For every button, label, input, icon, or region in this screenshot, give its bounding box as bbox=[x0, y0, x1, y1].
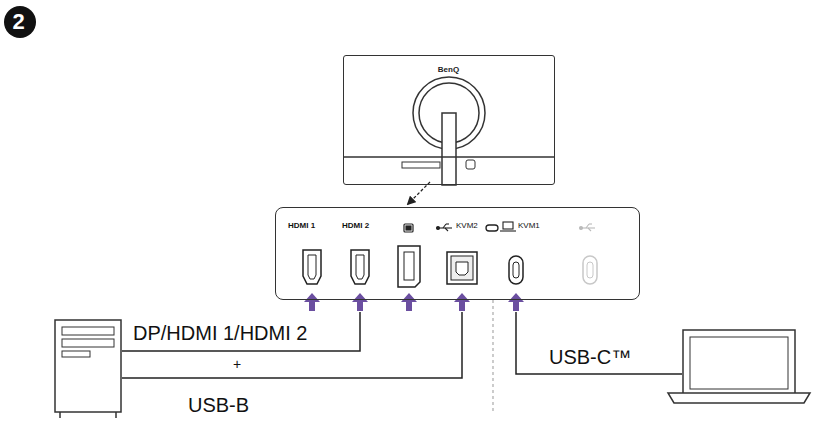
usb-c-port-grey bbox=[583, 256, 597, 284]
usb-c-port bbox=[509, 256, 523, 284]
pc-tower bbox=[115, 412, 117, 418]
port-label: HDMI 1 bbox=[288, 222, 315, 230]
usb-c-port bbox=[509, 256, 523, 284]
dp-port bbox=[398, 246, 420, 287]
cable bbox=[122, 312, 462, 378]
cable bbox=[516, 312, 682, 374]
divider bbox=[492, 300, 493, 412]
laptop-icon bbox=[503, 222, 513, 229]
usb-icon bbox=[437, 227, 440, 230]
usb-c-icon bbox=[486, 225, 498, 231]
zoom-pointer bbox=[408, 182, 430, 204]
cable bbox=[122, 312, 682, 378]
laptop-icon bbox=[500, 230, 516, 231]
cable-label: USB-C™ bbox=[549, 346, 631, 368]
hdmi-port bbox=[308, 255, 316, 279]
pc-tower bbox=[55, 320, 121, 418]
brand-logo: BenQ bbox=[438, 66, 459, 74]
pc-tower bbox=[62, 351, 90, 357]
usb-icon bbox=[445, 228, 448, 231]
dp-icon bbox=[404, 224, 413, 232]
insert-arrow bbox=[304, 293, 320, 311]
usb-b-port bbox=[447, 252, 477, 284]
cable-label: USB-B bbox=[188, 394, 249, 416]
pc-tower bbox=[62, 327, 114, 335]
laptop bbox=[690, 337, 788, 389]
monitor-stand bbox=[442, 113, 456, 185]
cable bbox=[122, 312, 360, 351]
usb-icon-grey bbox=[588, 228, 591, 231]
hdmi-port bbox=[303, 250, 321, 284]
monitor-stand bbox=[344, 77, 554, 185]
laptop bbox=[668, 330, 810, 403]
dp-icon bbox=[406, 226, 411, 230]
laptop bbox=[668, 393, 810, 403]
insert-arrow bbox=[401, 293, 417, 311]
dp-port bbox=[398, 246, 420, 287]
plus-sign: + bbox=[233, 357, 241, 372]
usb-b-port bbox=[447, 252, 477, 284]
hdmi-port bbox=[356, 255, 364, 279]
port-label: HDMI 2 bbox=[342, 222, 369, 230]
usb-c-port-grey bbox=[583, 256, 597, 284]
signal-label: DP/HDMI 1/HDMI 2 bbox=[133, 322, 307, 344]
usb-b-port bbox=[456, 262, 468, 275]
step-number: 2 bbox=[4, 6, 36, 38]
usb-icon bbox=[437, 224, 453, 231]
port-label: KVM2 bbox=[456, 222, 478, 230]
monitor-stand bbox=[402, 162, 440, 168]
pc-tower bbox=[62, 339, 114, 347]
usb-c-port bbox=[513, 262, 519, 278]
monitor-stand bbox=[344, 156, 554, 158]
divider bbox=[492, 300, 493, 412]
step-number-text: 2 bbox=[12, 11, 24, 33]
insert-arrow bbox=[304, 293, 524, 311]
usb-b-port bbox=[451, 256, 473, 280]
monitor-stand bbox=[466, 160, 475, 169]
usb-c-icon bbox=[486, 225, 498, 231]
usb-icon-grey bbox=[589, 223, 592, 224]
port-label: KVM1 bbox=[518, 222, 540, 230]
port-panel: HDMI 1 HDMI 2 KVM2 KVM1 bbox=[275, 207, 640, 300]
zoom-pointer bbox=[408, 182, 430, 204]
hdmi-port bbox=[351, 250, 369, 284]
monitor-back: BenQ bbox=[343, 55, 555, 185]
usb-icon-grey bbox=[586, 224, 589, 228]
insert-arrow bbox=[508, 293, 524, 311]
insert-arrow bbox=[454, 293, 470, 311]
usb-icon-grey bbox=[580, 227, 583, 230]
usb-icon-grey bbox=[580, 224, 596, 231]
usb-icon bbox=[446, 223, 449, 224]
pc-tower bbox=[59, 412, 61, 418]
dp-icon bbox=[404, 224, 413, 232]
pc-tower bbox=[55, 320, 121, 412]
usb-icon bbox=[443, 224, 446, 228]
hdmi-port bbox=[303, 250, 369, 284]
usb-c-port-grey bbox=[587, 262, 593, 278]
insert-arrow bbox=[352, 293, 368, 311]
laptop-icon bbox=[500, 222, 516, 231]
dp-port bbox=[404, 252, 414, 280]
laptop bbox=[683, 330, 795, 393]
